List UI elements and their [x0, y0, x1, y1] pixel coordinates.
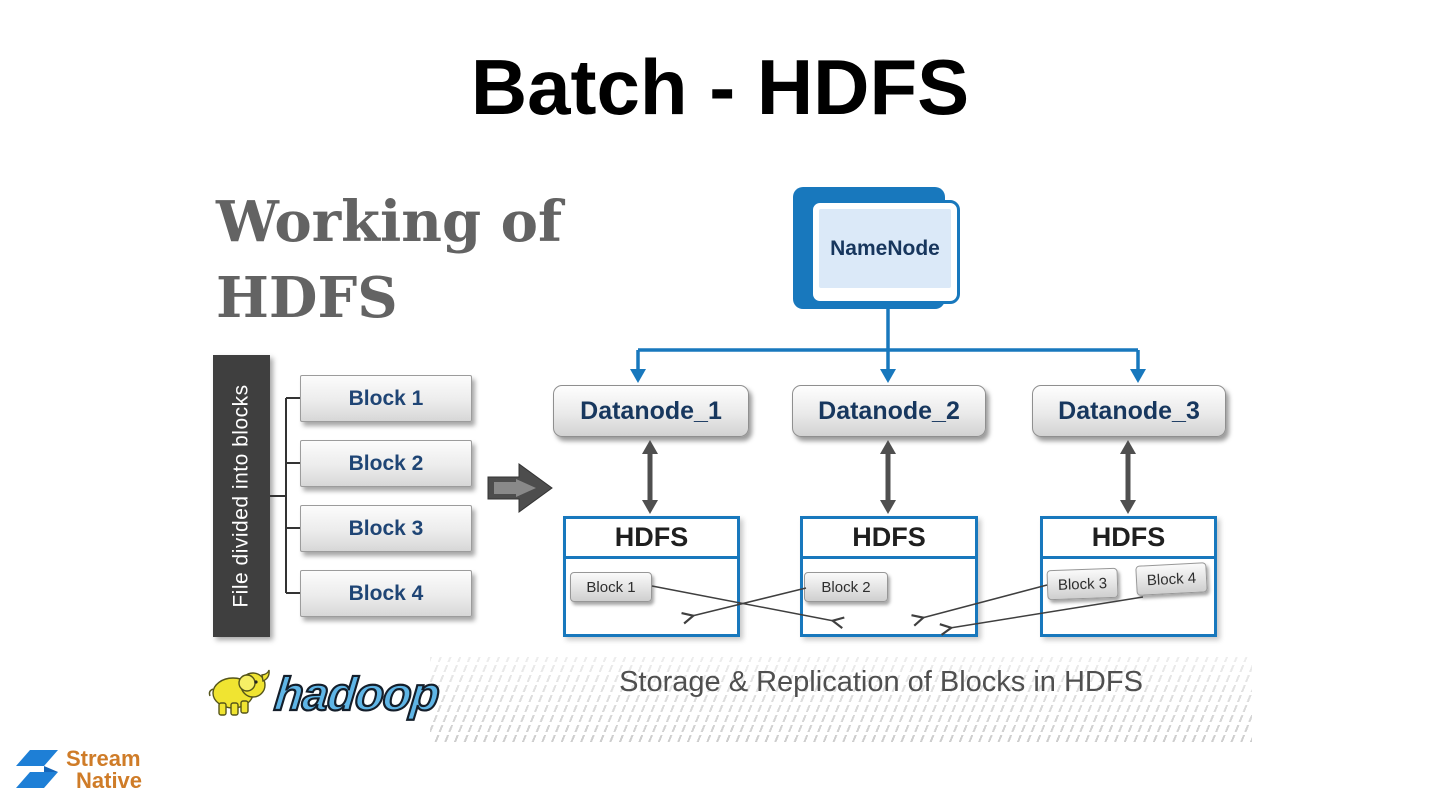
page-title: Batch - HDFS: [470, 43, 970, 131]
blue-arrowheads: [630, 369, 1146, 383]
stored-block-2-chip: Block 2: [804, 572, 888, 602]
diagram-heading: Working of HDFS: [216, 184, 562, 336]
namenode-label: NameNode: [819, 209, 951, 288]
hdfs-box-1-title: HDFS: [566, 519, 737, 559]
stored-block-1-chip: Block 1: [570, 572, 652, 602]
datanode-hdfs-arrows: [642, 440, 1136, 514]
namenode-box: NameNode: [810, 200, 960, 304]
file-block-bracket: [270, 397, 300, 594]
datanode-3-box: Datanode_3: [1032, 385, 1226, 437]
file-divided-bar: File divided into blocks: [213, 355, 270, 637]
streamnative-line2: Native: [76, 768, 143, 793]
file-divided-bar-label: File divided into blocks: [229, 384, 253, 608]
diagram-heading-line1: Working of: [216, 189, 563, 255]
stored-block-4-chip: Block 4: [1135, 562, 1208, 596]
hatch-pattern: [430, 657, 1252, 745]
streamnative-logo-text: Stream Native: [66, 748, 142, 792]
streamnative-logo: Stream Native: [14, 744, 142, 796]
big-right-arrow-icon: [487, 463, 553, 513]
hadoop-elephant-icon: [208, 669, 270, 716]
streamnative-line1: Stream: [66, 746, 141, 771]
stored-block-3-chip: Block 3: [1046, 567, 1119, 601]
diagram-caption: Storage & Replication of Blocks in HDFS: [619, 666, 1143, 698]
datanode-2-box: Datanode_2: [792, 385, 986, 437]
diagram-heading-line2: HDFS: [216, 265, 398, 332]
datanode-1-box: Datanode_1: [553, 385, 749, 437]
file-block-2: Block 2: [300, 440, 472, 487]
namenode-datanode-connectors: [636, 304, 1140, 370]
hdfs-box-3-title: HDFS: [1043, 519, 1214, 559]
file-block-3: Block 3: [300, 505, 472, 552]
hdfs-box-2-title: HDFS: [803, 519, 975, 559]
hadoop-logo-text: hadoop: [271, 665, 442, 720]
file-block-1: Block 1: [300, 375, 472, 422]
hadoop-logo: hadoop: [203, 664, 443, 722]
streamnative-s-icon: [16, 750, 58, 788]
file-block-4: Block 4: [300, 570, 472, 617]
